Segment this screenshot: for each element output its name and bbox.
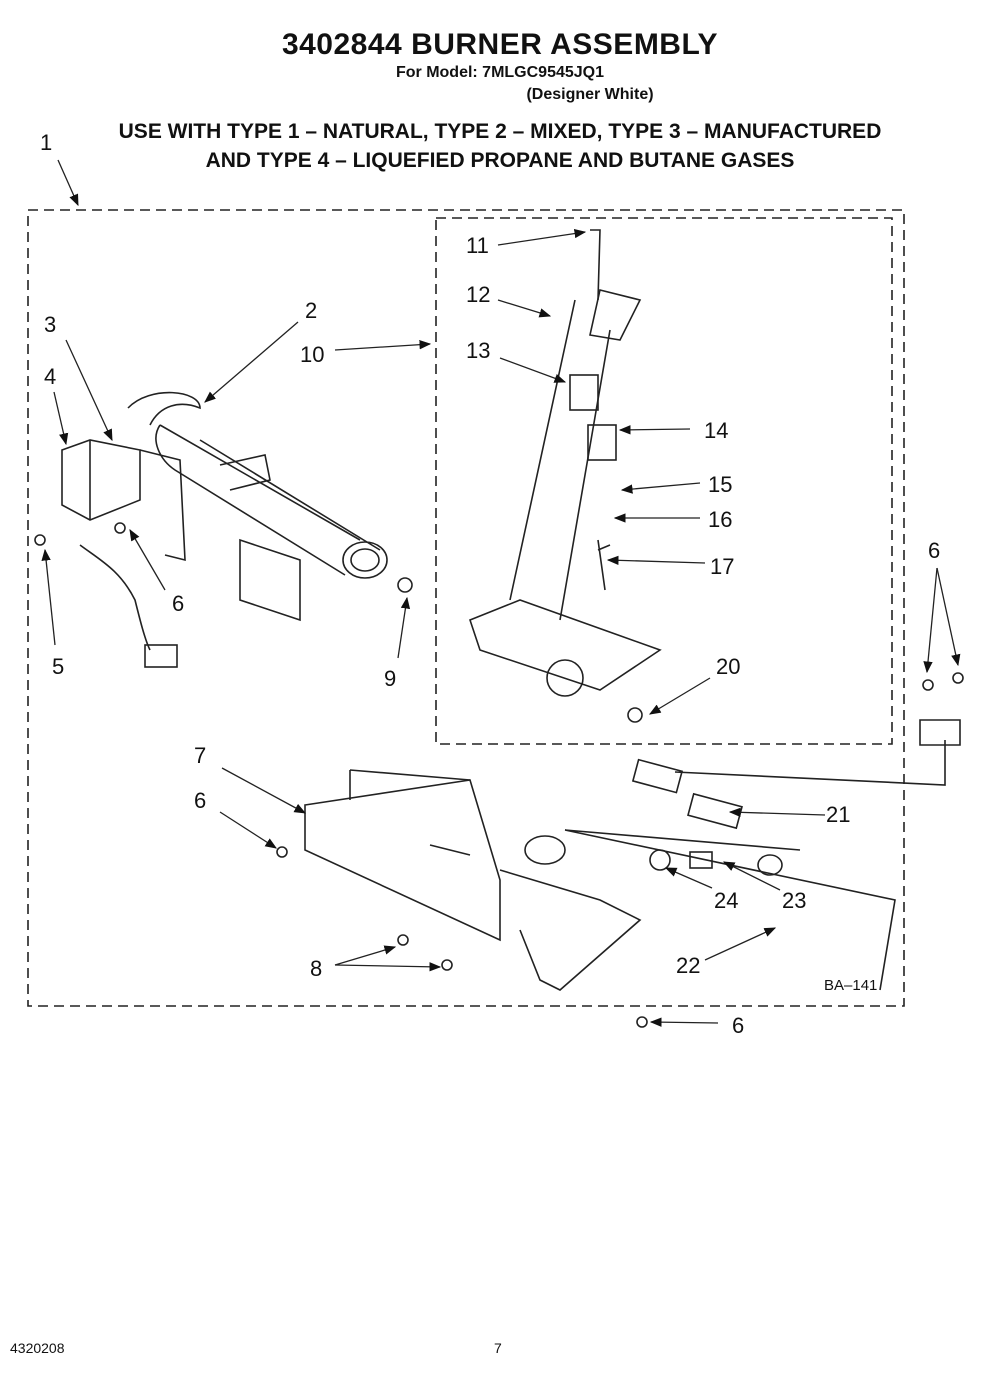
callout-13: 13 [466, 338, 491, 363]
callout-12: 12 [466, 282, 491, 307]
callout-9: 9 [384, 666, 397, 691]
callout-21: 21 [826, 802, 851, 827]
callout-22: 22 [676, 953, 701, 978]
nut-24 [649, 849, 671, 871]
callout-10: 10 [300, 342, 325, 367]
screw [114, 522, 126, 534]
fitting-23 [689, 851, 713, 869]
callout-8: 8 [310, 956, 323, 981]
callout-15: 15 [708, 472, 733, 497]
callout-16: 16 [708, 507, 733, 532]
screw [952, 672, 964, 684]
callout-23: 23 [782, 888, 807, 913]
callout-1: 1 [40, 130, 53, 155]
screw [34, 534, 46, 546]
callout-7: 7 [194, 743, 207, 768]
callout-11: 11 [466, 233, 489, 258]
callout-6-right: 6 [928, 538, 941, 563]
burner-bracket [304, 769, 501, 942]
clamp [674, 719, 961, 786]
screw [636, 1016, 648, 1028]
igniter-bracket [61, 439, 186, 668]
gas-valve [469, 229, 662, 697]
usage-note-line1: USE WITH TYPE 1 – NATURAL, TYPE 2 – MIXE… [118, 120, 882, 143]
screw [922, 679, 934, 691]
usage-note-line2: AND TYPE 4 – LIQUEFIED PROPANE AND BUTAN… [205, 149, 795, 172]
callout-24: 24 [714, 888, 739, 913]
mounting-bracket [499, 829, 896, 991]
callout-2: 2 [305, 298, 318, 323]
callout-6-lower: 6 [194, 788, 207, 813]
screw [441, 959, 453, 971]
burner-tube [127, 391, 388, 579]
callout-6-left: 6 [172, 591, 185, 616]
valve-subassembly-boundary [435, 217, 893, 745]
pipe-nipple [631, 758, 684, 794]
model-variant: (Designer White) [526, 86, 654, 103]
callout-6-bottom: 6 [732, 1013, 745, 1038]
callout-14: 14 [704, 418, 729, 443]
document-number: 4320208 [10, 1340, 65, 1356]
screw [397, 577, 413, 593]
pipe-21 [687, 792, 743, 830]
screw [276, 846, 288, 858]
page-number: 7 [494, 1340, 502, 1356]
igniter-plate [239, 538, 301, 622]
model-number: For Model: 7MLGC9545JQ1 [395, 64, 605, 81]
orifice [757, 854, 783, 876]
callout-4: 4 [44, 364, 57, 389]
callout-17: 17 [710, 554, 735, 579]
assembly-boundary [27, 209, 905, 1007]
callout-5: 5 [52, 654, 65, 679]
callout-3: 3 [44, 312, 57, 337]
screw [627, 707, 643, 723]
screw [397, 934, 409, 946]
diagram-code: BA–141 [824, 977, 878, 994]
callout-20: 20 [716, 654, 741, 679]
page-title: 3402844 BURNER ASSEMBLY [281, 28, 719, 61]
